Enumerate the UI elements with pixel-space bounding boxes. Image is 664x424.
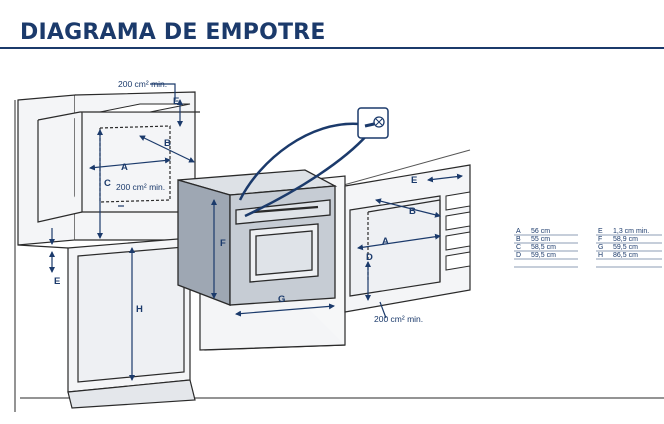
label-H: H [136,304,143,315]
label-C: C [104,178,111,189]
label-F: F [220,238,226,249]
table-cell-letter: E [598,228,603,235]
dimension-lines [49,83,463,381]
table-cell-value: 58,5 cm [531,244,556,251]
table-cell-value: 58,9 cm [613,236,638,243]
table-cell-letter: G [598,244,603,251]
label-G: G [278,294,285,305]
table-cell-letter: F [598,236,602,243]
table-cell-letter: B [516,236,521,243]
label-A-right: A [382,236,389,247]
right-drawers [445,191,471,271]
label-B: B [164,138,171,149]
table-cell-letter: D [516,252,521,259]
oven [177,169,338,306]
label-E-left: E [54,276,60,287]
table-cell-letter: H [598,252,603,259]
table-right [596,234,662,268]
label-A: A [121,162,128,173]
screw-callout [238,107,389,218]
label-E-right: E [411,175,417,186]
vent-note-mid: 200 cm² min. [116,182,165,192]
label-D: D [366,252,373,263]
table-cell-letter: A [516,228,521,235]
dimensions-table: A 56 cm B 55 cm C 58,5 cm D 59,5 cm E 1,… [514,228,662,268]
table-cell-value: 55 cm [531,236,550,243]
label-B-right: B [409,206,416,217]
vent-note-top: 200 cm² min. [118,79,167,89]
table-left [514,234,578,268]
vent-note-bottom: 200 cm² min. [374,314,423,324]
table-cell-value: 56 cm [531,228,550,235]
table-cell-letter: C [516,244,521,251]
title-underline [0,47,664,49]
screw-icon [364,116,385,128]
table-cell-value: 59,5 cm [613,244,638,251]
table-cell-value: 86,5 cm [613,252,638,259]
label-E-top: E [173,96,179,107]
left-upper-cabinet [17,91,200,246]
table-cell-value: 59,5 cm [531,252,556,259]
table-cell-value: 1,3 cm min. [613,228,649,235]
page-title: DIAGRAMA DE EMPOTRE [20,20,326,45]
left-lower-cabinet [17,237,196,409]
top-vent-slot [99,103,191,113]
